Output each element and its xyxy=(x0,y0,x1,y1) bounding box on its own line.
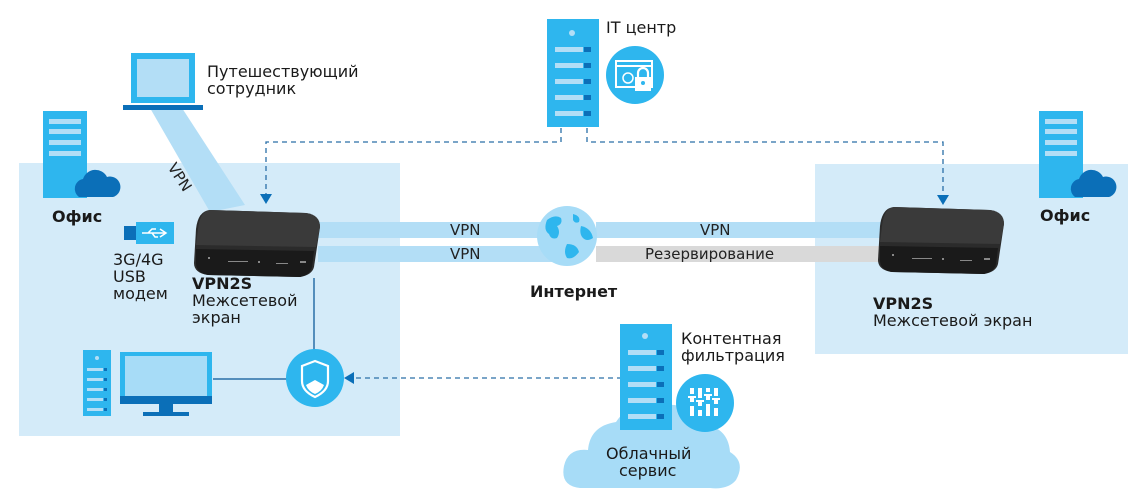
left-vpn-band-top xyxy=(318,222,558,238)
left-vpn-label-top: VPN xyxy=(450,221,481,239)
cloud-service-label-line2: сервис xyxy=(619,461,677,480)
web-security-lock-icon xyxy=(606,46,664,104)
usb-modem-icon xyxy=(124,222,174,244)
content-filter-label-line1: Контентная xyxy=(681,329,782,348)
left-vpn-band-bottom xyxy=(318,246,558,262)
content-filter-label-line2: фильтрация xyxy=(681,346,785,365)
left-router-type-line2: экран xyxy=(192,308,241,327)
traveler-label-line1: Путешествующий xyxy=(207,62,359,81)
right-vpn-band-top xyxy=(596,222,896,238)
usb-modem-label-line1: 3G/4G xyxy=(113,250,164,269)
left-router-type-line1: Межсетевой xyxy=(192,291,298,310)
right-router-device xyxy=(878,207,1004,274)
usb-modem-label-line2: USB xyxy=(113,267,146,286)
security-shield-icon xyxy=(286,349,344,407)
internet-globe-icon xyxy=(537,206,597,266)
left-office-server-icon xyxy=(43,111,121,198)
right-vpn-label-top: VPN xyxy=(700,221,731,239)
laptop-icon xyxy=(123,53,203,110)
right-office-title: Офис xyxy=(1040,206,1091,225)
left-office-title: Офис xyxy=(52,207,103,226)
traveler-label-line2: сотрудник xyxy=(207,79,297,98)
content-filter-sliders-icon xyxy=(676,374,734,432)
it-center-label: IT центр xyxy=(606,18,677,37)
left-vpn-label-bottom: VPN xyxy=(450,245,481,263)
usb-modem-label-line3: модем xyxy=(113,284,168,303)
right-router-model: VPN2S xyxy=(873,294,934,313)
left-router-device xyxy=(194,210,320,277)
it-center-server-icon xyxy=(547,19,599,127)
left-router-model: VPN2S xyxy=(192,274,253,293)
cloud-server-icon xyxy=(620,324,672,430)
cloud-service-label-line1: Облачный xyxy=(606,444,692,463)
desktop-pc-icon xyxy=(83,350,212,416)
internet-label: Интернет xyxy=(530,282,618,301)
right-office-server-icon xyxy=(1039,111,1117,198)
right-backup-band xyxy=(596,246,892,262)
right-backup-label: Резервирование xyxy=(645,245,775,263)
right-router-type: Межсетевой экран xyxy=(873,311,1033,330)
